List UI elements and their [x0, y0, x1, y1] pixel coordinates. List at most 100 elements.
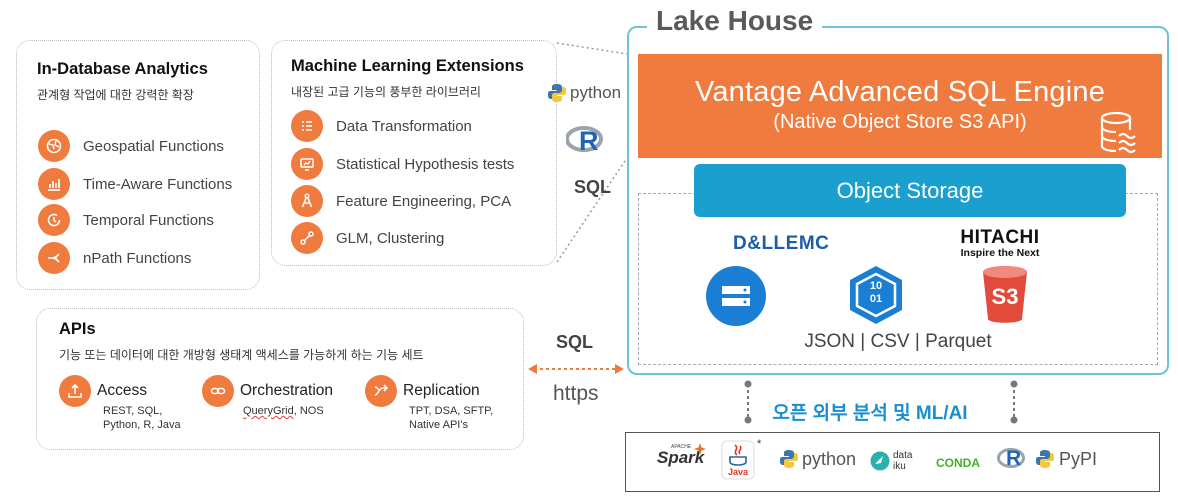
dataiku-logo: data iku — [870, 450, 919, 472]
python-label: python — [570, 83, 622, 102]
r-tool-label: R — [1006, 447, 1022, 470]
analytics-item-label: Temporal Functions — [83, 211, 214, 229]
api-label: Access — [97, 382, 147, 399]
api-detail-line: Native API's — [409, 419, 468, 431]
spark-logo: APACHE Spark — [657, 443, 706, 468]
sql-engine-block: Vantage Advanced SQL Engine (Native Obje… — [638, 54, 1162, 158]
ml-item-label: Feature Engineering, PCA — [336, 192, 512, 210]
r-icon — [565, 126, 603, 152]
api-detail: TPT, DSA, SFTP, Native API's — [409, 404, 493, 432]
apis-subtitle: 기능 또는 데이터에 대한 개방형 생태계 액세스를 가능하게 하는 기능 세트 — [59, 348, 424, 362]
database-icon — [1100, 111, 1136, 154]
ml-item-label: Statistical Hypothesis tests — [336, 155, 515, 173]
java-cup-icon — [721, 440, 755, 480]
analytics-item-npath: nPath Functions — [38, 242, 191, 274]
dataiku-label: data iku — [893, 450, 913, 472]
azure-bits: 10 01 — [869, 280, 883, 305]
apis-card: APIs 기능 또는 데이터에 대한 개방형 생태계 액세스를 가능하게 하는 … — [36, 308, 524, 450]
nodes-icon — [291, 222, 323, 254]
ml-subtitle: 내장된 고급 기능의 풍부한 라이브러리 — [291, 85, 481, 99]
ml-card: Machine Learning Extensions 내장된 고급 기능의 풍… — [271, 40, 557, 266]
clock-icon — [38, 204, 70, 236]
server-icon — [706, 266, 766, 326]
path-icon — [38, 242, 70, 274]
api-access: Access REST, SQL, Python, R, Java — [59, 375, 181, 432]
api-detail-line: TPT, DSA, SFTP, — [409, 405, 494, 417]
https-label: https — [553, 382, 599, 405]
pypi-logo: PyPI — [1034, 448, 1097, 470]
r-tool-logo: R — [997, 446, 1027, 474]
hitachi-wordmark: HITACHI — [960, 227, 1040, 248]
link-icon — [202, 375, 234, 407]
object-storage-bar: Object Storage — [694, 164, 1126, 217]
api-label: Replication — [403, 382, 480, 399]
spark-label: Spark — [657, 448, 705, 467]
spark-star-icon — [694, 443, 706, 455]
lakehouse-title: Lake House — [647, 5, 823, 37]
api-detail-line: , NOS — [293, 405, 324, 417]
analytics-subtitle: 관계형 작업에 대한 강력한 확장 — [37, 88, 194, 102]
engine-title: Vantage Advanced SQL Engine — [694, 76, 1106, 108]
pypi-icon — [1036, 450, 1054, 468]
dataiku-bird-icon — [870, 451, 890, 471]
s3-label: S3 — [991, 284, 1019, 309]
analytics-item-temporal: Temporal Functions — [38, 204, 214, 236]
s3-bucket-icon: S3 — [981, 264, 1029, 326]
file-formats: JSON | CSV | Parquet — [804, 331, 992, 352]
pypi-label: PyPI — [1059, 448, 1098, 469]
java-label: Java — [728, 467, 749, 477]
analytics-item-label: nPath Functions — [83, 249, 192, 267]
analytics-title: In-Database Analytics — [37, 60, 208, 78]
python-logo: python — [546, 82, 621, 104]
python-tool-logo: python — [778, 448, 856, 470]
java-logo: Java * — [721, 438, 761, 480]
java-asterisk: * — [757, 438, 762, 450]
azure-blob-icon: 10 01 — [845, 264, 907, 326]
open-analytics-title: 오픈 외부 분석 및 ML/AI — [772, 403, 968, 424]
monitor-icon — [291, 148, 323, 180]
tools-box — [625, 432, 1160, 492]
ml-item-label: Data Transformation — [336, 117, 472, 135]
ml-item-glm: GLM, Clustering — [291, 222, 444, 254]
api-detail: REST, SQL, Python, R, Java — [103, 404, 181, 432]
dell-emc-logo: D&LLEMC — [733, 233, 830, 254]
api-detail: QueryGrid, NOS — [243, 404, 333, 418]
api-detail-line: Python, R, Java — [103, 419, 181, 431]
python-tool-icon — [780, 450, 798, 468]
ml-item-hypothesis: Statistical Hypothesis tests — [291, 148, 514, 180]
analytics-item-time-aware: Time-Aware Functions — [38, 168, 232, 200]
apis-title: APIs — [59, 320, 96, 338]
analytics-item-geospatial: Geospatial Functions — [38, 130, 224, 162]
share-icon — [365, 375, 397, 407]
analytics-card: In-Database Analytics 관계형 작업에 대한 강력한 확장 … — [16, 40, 260, 290]
r-logo: R — [565, 124, 606, 158]
ml-title: Machine Learning Extensions — [291, 57, 524, 75]
conda-logo: CONDA — [936, 456, 980, 470]
hitachi-logo: HITACHI Inspire the Next — [943, 228, 1057, 259]
analytics-item-label: Time-Aware Functions — [83, 175, 233, 193]
python-tool-label: python — [802, 448, 857, 469]
api-detail-line: REST, SQL, — [103, 405, 163, 417]
chart-icon — [38, 168, 70, 200]
r-tool-icon — [997, 448, 1025, 468]
sql-label-top: SQL — [574, 177, 612, 197]
analytics-item-label: Geospatial Functions — [83, 137, 224, 155]
upload-icon — [59, 375, 91, 407]
spark-tag: APACHE — [671, 444, 692, 450]
ml-item-transformation: Data Transformation — [291, 110, 472, 142]
python-icon — [548, 84, 566, 102]
ml-item-label: GLM, Clustering — [336, 229, 445, 247]
globe-icon — [38, 130, 70, 162]
r-label: R — [579, 126, 599, 156]
sql-label-mid: SQL — [556, 332, 594, 352]
engine-subtitle: (Native Object Store S3 API) — [773, 111, 1027, 133]
hitachi-tagline: Inspire the Next — [960, 247, 1040, 259]
list-icon — [291, 110, 323, 142]
compass-icon — [291, 185, 323, 217]
api-replication: Replication TPT, DSA, SFTP, Native API's — [365, 375, 493, 432]
api-orchestration: Orchestration QueryGrid, NOS — [202, 375, 333, 418]
api-label: Orchestration — [240, 382, 334, 399]
lakehouse-frame — [627, 26, 1169, 375]
ml-item-feature: Feature Engineering, PCA — [291, 185, 511, 217]
